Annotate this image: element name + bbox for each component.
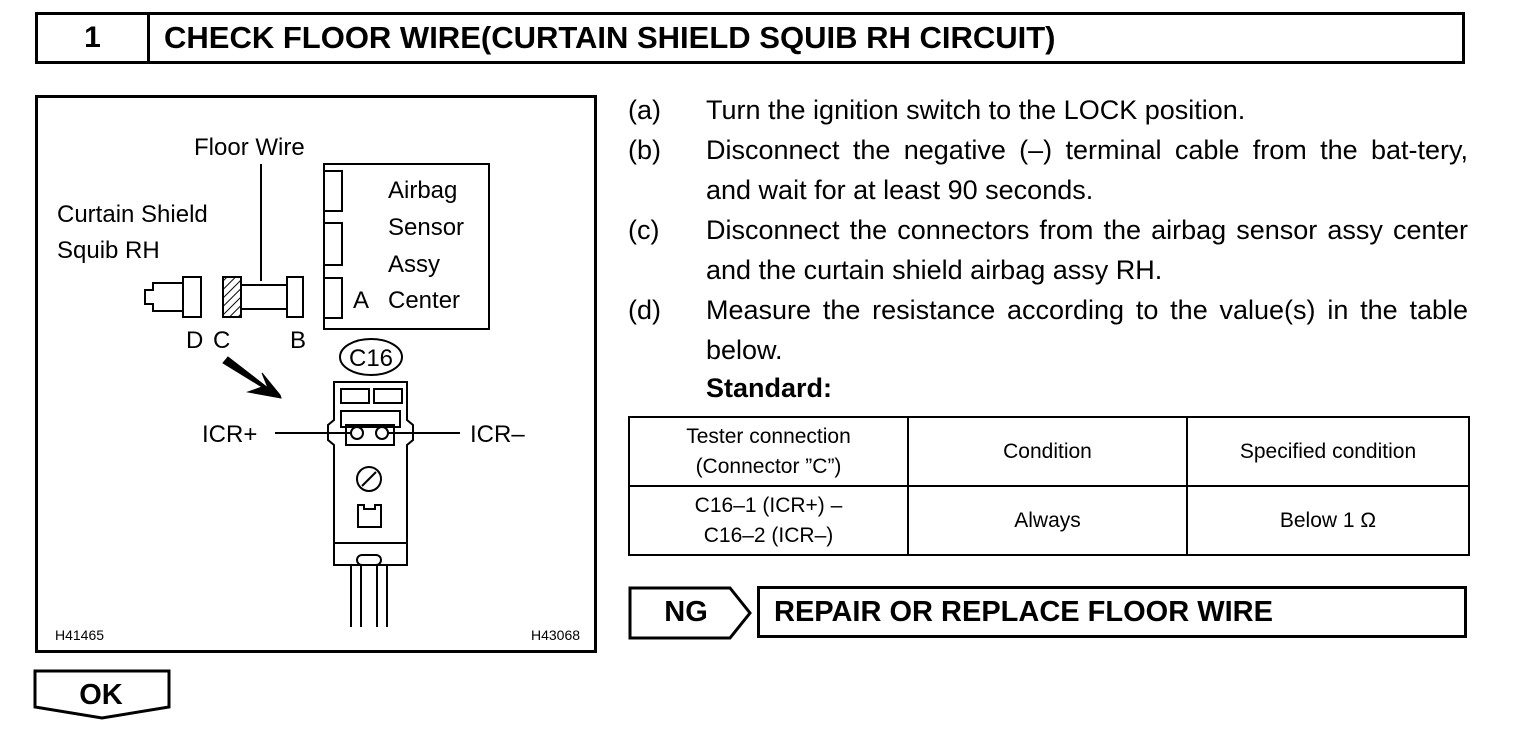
sensor-slot-1: [323, 170, 343, 212]
airbag-label-2: Sensor: [388, 214, 464, 241]
step-text: Turn the ignition switch to the LOCK pos…: [706, 95, 1246, 125]
connector-id-label: C16: [349, 345, 393, 372]
curtain-shield-label-2: Squib RH: [57, 237, 160, 264]
icr-minus-label: ICR–: [470, 421, 525, 448]
ok-arrow-box: [33, 669, 171, 720]
table-header-cell: Specified condition: [1186, 416, 1470, 487]
step-list: (a) Turn the ignition switch to the LOCK…: [628, 90, 1468, 370]
connector-d-label: D: [186, 327, 203, 354]
c16-terminal-frame: [345, 424, 395, 446]
step-letter: (b): [628, 135, 661, 165]
step-title: CHECK FLOOR WIRE(CURTAIN SHIELD SQUIB RH…: [164, 20, 1056, 55]
table-cell: C16–1 (ICR+) – C16–2 (ICR–): [628, 485, 909, 556]
connector-d: [182, 276, 202, 318]
step-item-a: (a) Turn the ignition switch to the LOCK…: [628, 90, 1468, 130]
figure-code-right: H43068: [531, 627, 580, 643]
table-header-cell: Condition: [907, 416, 1188, 487]
figure-code-left: H41465: [55, 627, 104, 643]
floor-wire-label: Floor Wire: [194, 134, 305, 161]
connector-a-label: A: [353, 287, 369, 314]
standard-label: Standard:: [706, 373, 833, 403]
ok-label: OK: [79, 679, 123, 711]
ng-action-box: REPAIR OR REPLACE FLOOR WIRE: [757, 586, 1467, 638]
spec-table: Tester connection (Connector ”C”) Condit…: [628, 416, 1470, 556]
icr-plus-label: ICR+: [202, 421, 257, 448]
step-header: 1 CHECK FLOOR WIRE(CURTAIN SHIELD SQUIB …: [35, 12, 1465, 64]
c16-terminal-2: [375, 426, 389, 440]
c16-latch: [340, 410, 401, 428]
c16-top-slot-left: [340, 388, 370, 404]
step-letter: (c): [628, 215, 660, 245]
c16-terminal-1: [350, 426, 364, 440]
c16-bottom-slot: [356, 554, 382, 566]
floor-wire-body: [240, 284, 288, 310]
connector-b: [286, 276, 304, 318]
direction-arrow-icon: [222, 356, 282, 399]
step-number: 1: [38, 15, 150, 61]
curtain-shield-label-1: Curtain Shield: [57, 201, 208, 228]
header-tester-line2: (Connector ”C”): [695, 454, 842, 478]
table-cell: Always: [907, 485, 1188, 556]
airbag-label-1: Airbag: [388, 177, 457, 204]
c16-lock-dial-mark: [361, 471, 377, 487]
ng-label: NG: [664, 596, 708, 628]
airbag-label-4: Center: [388, 287, 460, 314]
step-item-b: (b) Disconnect the negative (–) terminal…: [628, 130, 1468, 210]
ng-arrow-box: [628, 586, 752, 640]
connector-c-label: C: [213, 327, 230, 354]
tester-connection-line2: C16–2 (ICR–): [703, 523, 834, 547]
step-text: Disconnect the connectors from the airba…: [706, 215, 1468, 285]
sensor-slot-a: [323, 277, 343, 319]
connector-b-label: B: [290, 327, 306, 354]
step-text: Measure the resistance according to the …: [706, 295, 1468, 365]
step-text: Disconnect the negative (–) terminal cab…: [706, 135, 1468, 205]
c16-latch-window: [357, 504, 382, 528]
airbag-label-3: Assy: [388, 251, 440, 278]
connector-diagram: Floor Wire Curtain Shield Squib RH Airba…: [35, 95, 597, 653]
table-cell: Below 1 Ω: [1186, 485, 1470, 556]
c16-connector-body: [327, 381, 414, 566]
c16-top-slot-right: [373, 388, 403, 404]
table-header-row: Tester connection (Connector ”C”) Condit…: [628, 416, 1470, 487]
step-item-d: (d) Measure the resistance according to …: [628, 290, 1468, 370]
step-letter: (d): [628, 295, 661, 325]
table-row: C16–1 (ICR+) – C16–2 (ICR–) Always Below…: [628, 485, 1470, 556]
step-letter: (a): [628, 95, 661, 125]
connector-id-oval: [339, 338, 403, 376]
table-header-cell: Tester connection (Connector ”C”): [628, 416, 909, 487]
sensor-slot-2: [323, 222, 343, 266]
c16-lock-dial: [356, 466, 382, 492]
connector-c: [222, 276, 242, 318]
connector-diagram-svg: Floor Wire Curtain Shield Squib RH Airba…: [55, 134, 580, 643]
tester-connection-line1: C16–1 (ICR+) –: [694, 493, 843, 517]
header-tester-line1: Tester connection: [686, 424, 851, 448]
squib-plug: [144, 282, 184, 312]
step-item-c: (c) Disconnect the connectors from the a…: [628, 210, 1468, 290]
